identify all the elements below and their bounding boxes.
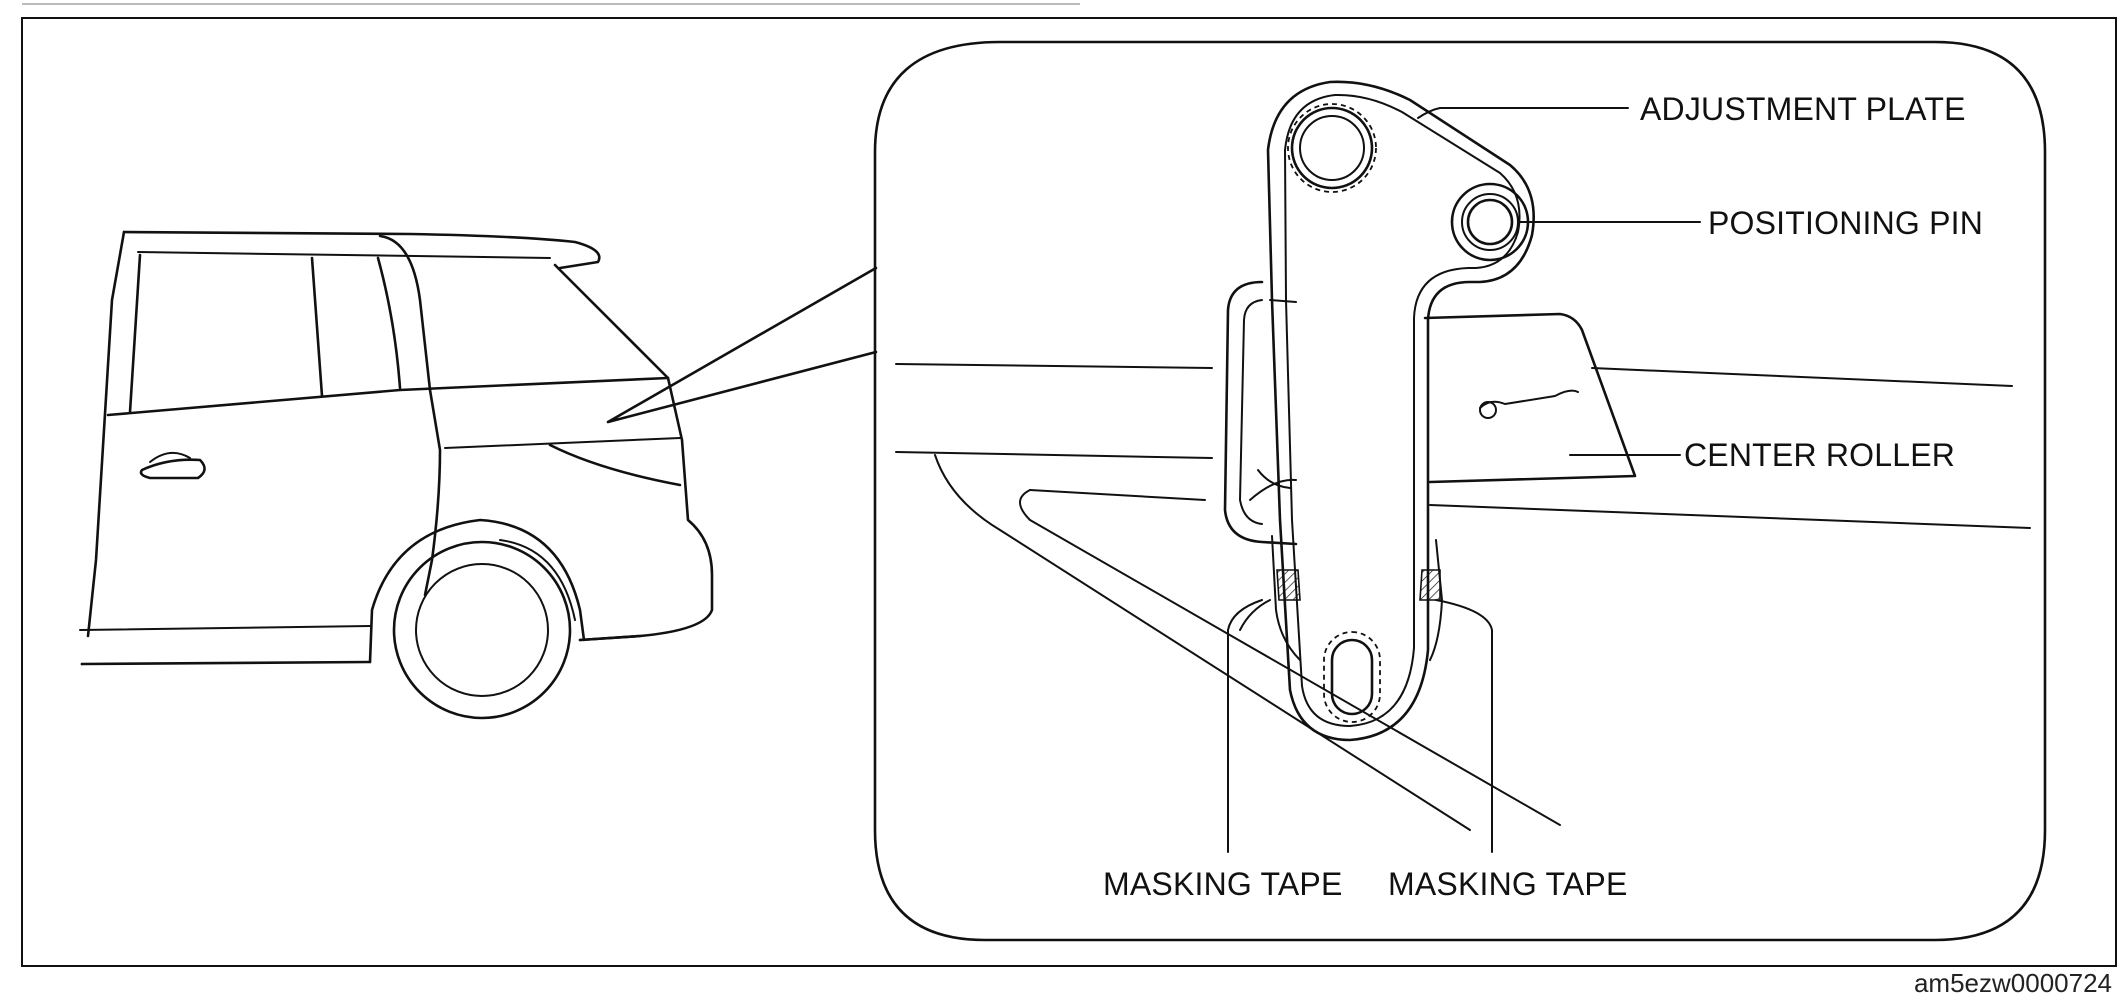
masking-tape-left-label: MASKING TAPE xyxy=(1103,866,1343,902)
masking-tape-left-shape xyxy=(1276,569,1301,601)
reference-code: am5ezw0000724 xyxy=(1914,968,2112,998)
detail-bubble-frame xyxy=(873,40,2047,942)
leader-lines xyxy=(1227,107,1701,853)
detail-illustration xyxy=(895,80,2031,831)
center-roller-label: CENTER ROLLER xyxy=(1684,437,1955,473)
masking-tape-right-shape xyxy=(1419,569,1441,601)
masking-tape-right-label: MASKING TAPE xyxy=(1388,866,1628,902)
positioning-pin-label: POSITIONING PIN xyxy=(1708,205,1983,241)
figure-border xyxy=(21,17,2117,967)
vehicle-illustration xyxy=(79,230,878,720)
adjustment-plate-label: ADJUSTMENT PLATE xyxy=(1640,91,1966,127)
